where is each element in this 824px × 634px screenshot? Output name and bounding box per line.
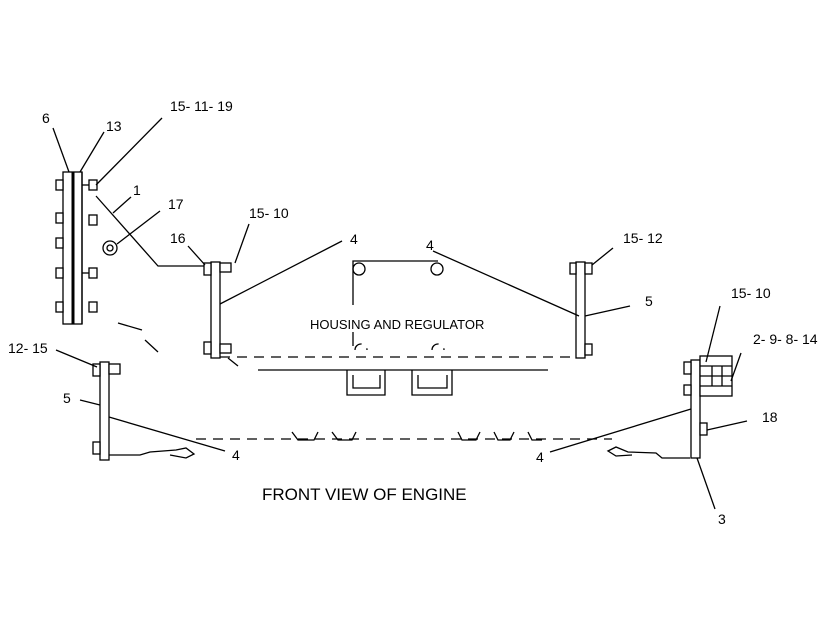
bottom-dashed-frame xyxy=(196,431,612,441)
callout-12-15: 12- 15 xyxy=(8,340,48,356)
lower-housing-shapes xyxy=(227,357,548,396)
item-17-fitting xyxy=(102,240,118,256)
callout-4-bottom-left: 4 xyxy=(232,447,240,463)
callout-16: 16 xyxy=(170,230,186,246)
right-upper-bracket xyxy=(569,261,593,359)
callout-4-top-left: 4 xyxy=(350,231,358,247)
callout-18: 18 xyxy=(762,409,778,425)
callout-1: 1 xyxy=(133,182,141,198)
callout-15-10-right: 15- 10 xyxy=(731,285,771,301)
item-1-link xyxy=(95,195,204,267)
callouts: 6 13 15- 11- 19 1 17 16 15- 10 4 4 15- 1… xyxy=(8,98,818,527)
right-lower-bracket xyxy=(606,359,708,459)
left-lower-bracket xyxy=(92,361,196,461)
left-plate-assembly xyxy=(55,171,98,325)
item-2-9-8-14-stack xyxy=(699,355,733,397)
callout-15-12: 15- 12 xyxy=(623,230,663,246)
callout-13: 13 xyxy=(106,118,122,134)
callout-4-bottom-right: 4 xyxy=(536,449,544,465)
housing-regulator-label: HOUSING AND REGULATOR xyxy=(310,317,484,332)
callout-4-top-right: 4 xyxy=(426,237,434,253)
housing-and-regulator xyxy=(352,260,445,351)
callout-6: 6 xyxy=(42,110,50,126)
callout-15-11-19: 15- 11- 19 xyxy=(170,98,233,114)
leader-lines xyxy=(52,117,748,510)
callout-5-left: 5 xyxy=(63,390,71,406)
callout-5-right: 5 xyxy=(645,293,653,309)
callout-3: 3 xyxy=(718,511,726,527)
left-plate-break-line xyxy=(117,322,159,353)
callout-15-10-left: 15- 10 xyxy=(249,205,289,221)
callout-2-9-8-14: 2- 9- 8- 14 xyxy=(753,331,818,347)
callout-17: 17 xyxy=(168,196,184,212)
diagram-caption: FRONT VIEW OF ENGINE xyxy=(262,485,467,504)
center-left-bracket xyxy=(203,261,232,359)
